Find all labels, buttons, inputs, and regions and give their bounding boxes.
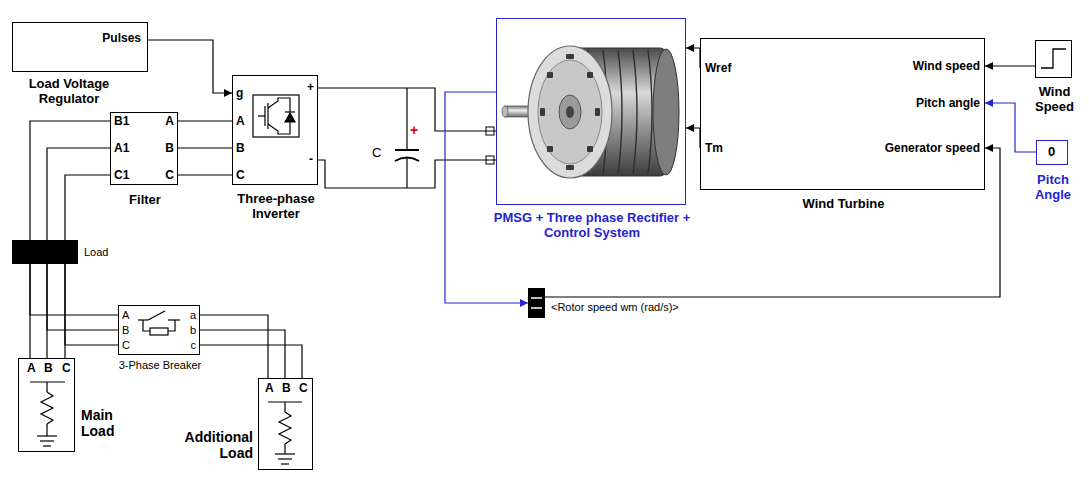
polarity-mark: + bbox=[410, 122, 418, 138]
load-bus-bar: Load bbox=[12, 240, 78, 264]
block-name: Load bbox=[84, 246, 108, 259]
block-name: PMSG + Three phase Rectifier + Control S… bbox=[489, 211, 695, 241]
port-label: Pulses bbox=[102, 32, 141, 46]
block-name: Wind Turbine bbox=[701, 197, 986, 212]
port-label: g bbox=[236, 87, 243, 101]
block-name: Pitch Angle bbox=[1027, 173, 1079, 203]
wire-connector bbox=[47, 148, 110, 240]
igbt-frame bbox=[253, 95, 299, 137]
step-icon bbox=[1041, 49, 1066, 68]
port-label: - bbox=[309, 153, 313, 167]
block-name: Three-phase Inverter bbox=[223, 192, 329, 222]
port-label: C bbox=[165, 169, 174, 183]
port-label: B bbox=[122, 324, 129, 337]
port-label: + bbox=[307, 81, 314, 95]
signal-line bbox=[985, 103, 1036, 152]
wire-connector bbox=[318, 88, 496, 131]
load-block: ABCAdditional Load bbox=[258, 378, 313, 470]
breaker-block: ABCabc3-Phase Breaker bbox=[118, 305, 200, 355]
filter-block: B1A1C1ABCFilter bbox=[110, 112, 178, 185]
turbine-block: WrefTm Wind speedPitch angleGenerator spe… bbox=[700, 38, 985, 190]
resistor-symbol bbox=[268, 402, 302, 464]
wire-connector bbox=[686, 128, 700, 148]
wire-connector bbox=[65, 175, 110, 240]
breaker-symbol bbox=[138, 311, 180, 335]
port-label: C bbox=[299, 382, 308, 396]
block-name: Filter bbox=[105, 193, 185, 208]
load-block: ABCMain Load bbox=[18, 358, 75, 452]
bus-selector-symbol bbox=[528, 288, 545, 318]
block-name: Wind Speed bbox=[1028, 85, 1081, 115]
resistor-symbol bbox=[30, 382, 65, 446]
port-label: A bbox=[165, 115, 174, 129]
wire-connector bbox=[200, 345, 302, 378]
component-label: C bbox=[372, 146, 381, 161]
signal-line bbox=[445, 92, 528, 303]
wire-connector bbox=[148, 40, 232, 93]
wire-connector bbox=[200, 330, 285, 378]
port-label: Generator speed bbox=[885, 142, 980, 156]
wire-connector bbox=[65, 264, 118, 345]
regulator-block: PulsesLoad Voltage Regulator bbox=[12, 22, 148, 72]
block-name: Main Load bbox=[81, 407, 133, 439]
wire-connector bbox=[985, 65, 1035, 66]
port-label: A bbox=[265, 382, 274, 396]
wire-connector bbox=[200, 315, 268, 378]
port-label: C bbox=[236, 169, 245, 183]
capacitor-symbol bbox=[395, 88, 419, 188]
port-label: Tm bbox=[705, 142, 723, 156]
generator-block: PMSG + Three phase Rectifier + Control S… bbox=[496, 18, 686, 205]
port-label: b bbox=[190, 324, 196, 337]
port-label: A bbox=[122, 309, 129, 322]
port-label: B1 bbox=[114, 115, 129, 129]
port-label: Wref bbox=[705, 62, 731, 76]
constant-value: 0 bbox=[1037, 145, 1066, 160]
port-label: A bbox=[27, 362, 36, 376]
wire-connector bbox=[686, 48, 700, 68]
port-label: B bbox=[44, 362, 53, 376]
constant-block: 0Pitch Angle bbox=[1036, 140, 1068, 165]
port-label: B bbox=[236, 142, 245, 156]
port-label: B bbox=[282, 382, 291, 396]
wire-connector bbox=[318, 160, 496, 188]
block-name: Load Voltage Regulator bbox=[13, 77, 125, 107]
pmsg-ports bbox=[486, 127, 494, 164]
port-label: A bbox=[236, 115, 245, 129]
port-label: a bbox=[190, 309, 196, 322]
block-name: Additional Load bbox=[161, 429, 253, 461]
wire-connector bbox=[178, 147, 232, 148]
port-label: Pitch angle bbox=[916, 97, 980, 111]
wire-connector bbox=[30, 121, 110, 240]
inverter-block: gABC+-Three-phase Inverter bbox=[232, 75, 318, 185]
step-block: Wind Speed bbox=[1035, 40, 1072, 78]
port-label: B bbox=[165, 142, 174, 156]
port-label: C1 bbox=[114, 169, 129, 183]
block-name: 3-Phase Breaker bbox=[105, 359, 215, 372]
port-label: C bbox=[122, 339, 130, 352]
signal-label: <Rotor speed wm (rad/s)> bbox=[551, 301, 679, 314]
port-label: c bbox=[191, 339, 197, 352]
wire-connector bbox=[178, 174, 232, 175]
generator-picture bbox=[502, 46, 679, 178]
port-label: A1 bbox=[114, 142, 129, 156]
port-label: Wind speed bbox=[913, 60, 980, 74]
wire-connector bbox=[30, 264, 118, 315]
port-label: C bbox=[62, 362, 71, 376]
wire-connector bbox=[178, 120, 232, 121]
igbt-symbol bbox=[253, 95, 299, 137]
wire-connector bbox=[47, 264, 118, 330]
bus-selector: <Rotor speed wm (rad/s)> bbox=[528, 288, 545, 318]
